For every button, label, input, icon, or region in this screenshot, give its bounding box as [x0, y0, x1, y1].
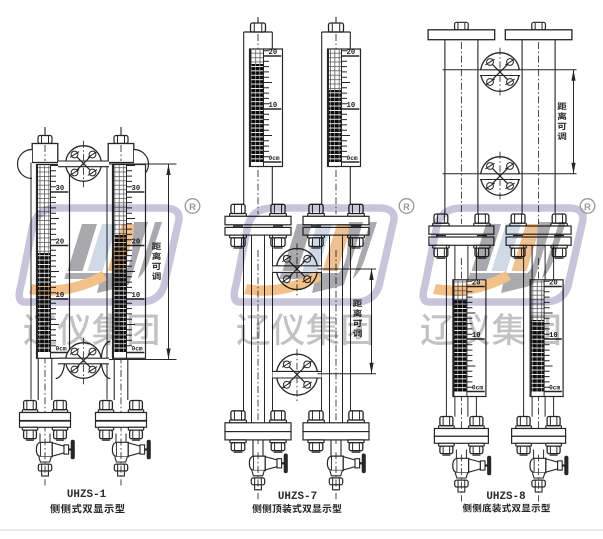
svg-text:UHZS-1: UHZS-1 [67, 489, 107, 501]
svg-text:10: 10 [132, 292, 141, 300]
svg-text:UHZS-7: UHZS-7 [278, 491, 317, 503]
svg-text:10: 10 [549, 332, 558, 340]
svg-text:UHZS-8: UHZS-8 [486, 491, 525, 503]
svg-text:20: 20 [549, 280, 558, 288]
svg-text:10: 10 [56, 292, 65, 300]
svg-text:0cm: 0cm [56, 346, 67, 353]
svg-text:0cm: 0cm [347, 155, 358, 162]
svg-text:20: 20 [347, 49, 356, 57]
svg-text:R: R [403, 202, 410, 212]
svg-text:30: 30 [56, 185, 65, 193]
svg-text:10: 10 [347, 102, 356, 110]
svg-text:0cm: 0cm [132, 346, 143, 353]
svg-text:20: 20 [56, 239, 65, 247]
svg-text:R: R [584, 202, 591, 212]
svg-text:20: 20 [269, 49, 278, 57]
svg-text:10: 10 [269, 102, 278, 110]
svg-text:0cm: 0cm [269, 155, 280, 162]
svg-text:R: R [189, 202, 196, 212]
svg-text:30: 30 [132, 185, 141, 193]
svg-text:0cm: 0cm [472, 385, 483, 392]
svg-text:0cm: 0cm [549, 385, 560, 392]
